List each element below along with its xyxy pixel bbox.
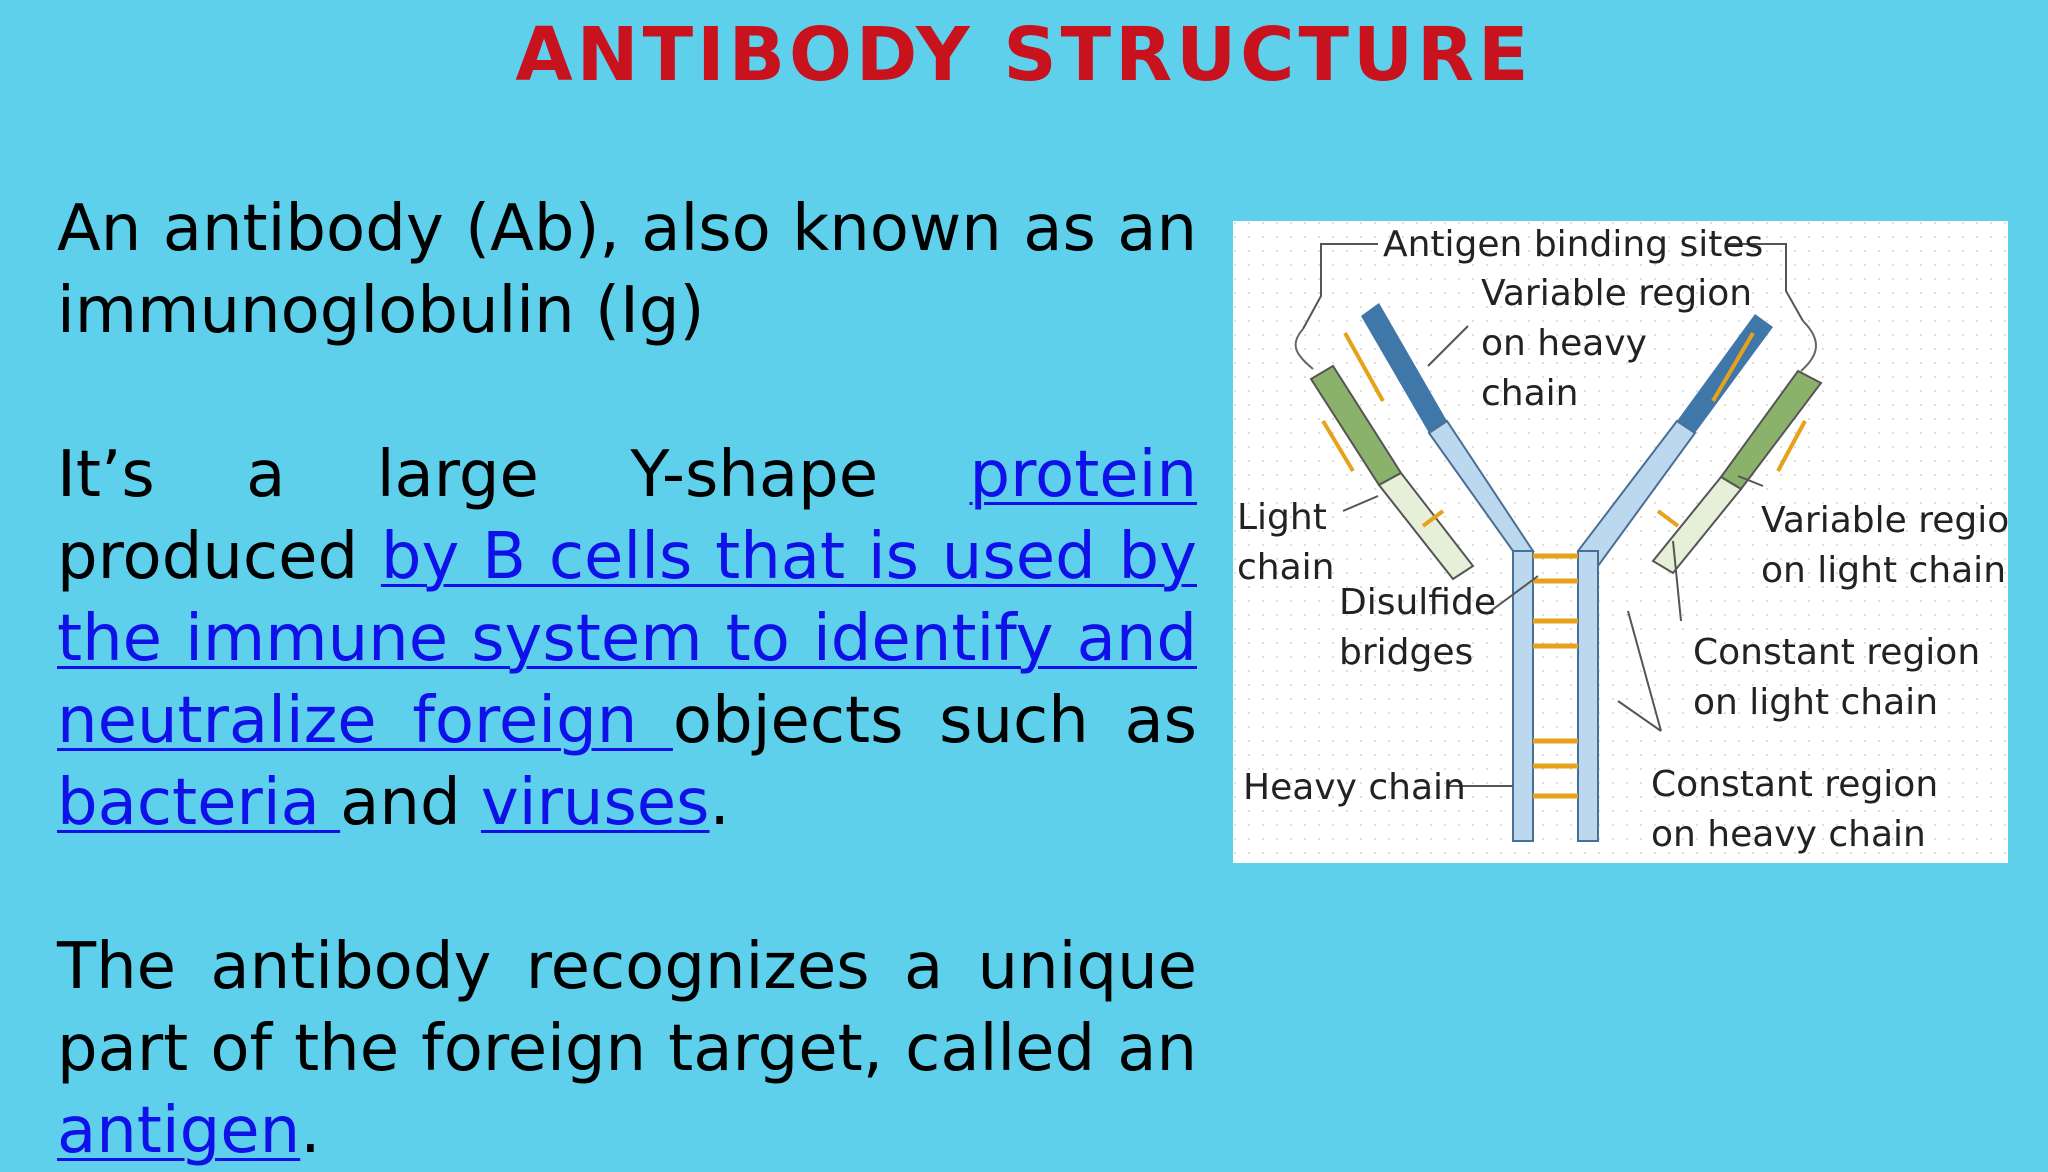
label-heavy-chain: Heavy chain [1243,767,1466,808]
leader-lines [1342,325,1764,787]
slide-title: ANTIBODY STRUCTURE [515,12,1533,98]
heavy-chain-left-variable [1361,303,1447,433]
label-antigen-binding-sites: Antigen binding sites [1383,224,1763,265]
label-variable-light-2: on light chain [1761,550,2006,591]
paragraph-definition: An antibody (Ab), also known as an immun… [57,192,1197,348]
paragraph-antigen: The antibody recognizes a unique part of… [57,930,1197,1168]
label-variable-heavy-1: Variable region [1481,273,1752,314]
link-antigen[interactable]: antigen [57,1094,301,1168]
link-protein[interactable]: protein [969,438,1198,512]
label-constant-light-1: Constant region [1693,632,1980,673]
link-b-cells-immune-system[interactable]: by B cells that is used by the immune sy… [57,520,1198,758]
label-variable-heavy-3: chain [1481,373,1579,414]
binding-site-arc-left [1294,328,1314,370]
paragraph-description: It’s a large Y-shape protein produced by… [57,438,1198,840]
label-constant-heavy-2: on heavy chain [1651,814,1926,855]
antibody-diagram: Antigen binding sites Variable region on… [1233,221,2008,863]
light-chain-right-constant [1651,475,1743,575]
body-text: An antibody (Ab), also known as an immun… [57,188,1197,1172]
binding-site-bracket-left [1302,243,1378,330]
heavy-chain-right-stem [1577,550,1599,842]
link-viruses[interactable]: viruses [480,766,710,840]
heavy-chain-right-variable [1677,314,1773,433]
heavy-chain-left-stem [1512,550,1534,842]
label-light-chain-1: Light [1237,497,1327,538]
label-constant-light-2: on light chain [1693,682,1938,723]
diagram-background [1233,221,2008,863]
label-constant-heavy-1: Constant region [1651,764,1938,805]
label-disulfide-2: bridges [1339,632,1473,673]
label-disulfide-1: Disulfide [1339,582,1496,623]
label-variable-heavy-2: on heavy [1481,323,1647,364]
label-light-chain-2: chain [1237,547,1335,588]
disulfide-bridges [1321,331,1807,799]
binding-site-arc-right [1800,320,1817,372]
label-variable-light-1: Variable region [1761,500,2008,541]
binding-site-bracket-right [1728,243,1804,322]
antibody-diagram-svg: Antigen binding sites Variable region on… [1233,221,2008,863]
link-bacteria[interactable]: bacteria [57,766,341,840]
